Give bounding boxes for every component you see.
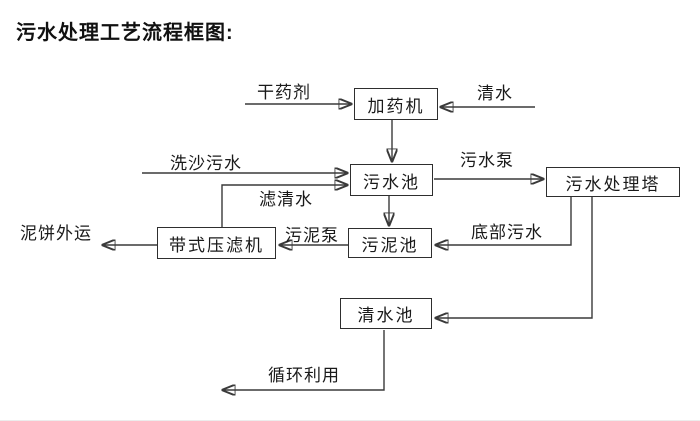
edge-label-clean-water: 清水 (477, 84, 513, 103)
edge-label-filtered-water: 滤清水 (259, 190, 313, 209)
page-title: 污水处理工艺流程框图: (16, 22, 234, 44)
node-belt-filter-press: 带式压滤机 (157, 227, 276, 259)
arrow-bottom-sewage-to-sludge-pool (436, 197, 572, 245)
arrow-recycle-use (223, 330, 385, 390)
edge-label-sludge-pump: 污泥泵 (285, 226, 339, 245)
edge-label-sand-washing-sewage: 洗沙污水 (170, 154, 242, 173)
arrow-tower-to-clean-pool (436, 197, 593, 318)
node-dosing-machine: 加药机 (354, 88, 438, 120)
edge-label-bottom-sewage: 底部污水 (471, 223, 543, 242)
node-sewage-pool: 污水池 (350, 164, 433, 196)
edge-label-recycle-use: 循环利用 (268, 366, 340, 385)
node-treatment-tower: 污水处理塔 (546, 167, 680, 197)
edge-label-dry-agent: 干药剂 (257, 83, 311, 102)
edge-label-mud-cake-out: 泥饼外运 (20, 224, 92, 243)
arrow-filtered-water-to-sewage-pool (221, 185, 347, 227)
node-sludge-pool: 污泥池 (348, 228, 432, 258)
edge-label-sewage-pump: 污水泵 (460, 151, 514, 170)
node-clean-water-pool: 清水池 (340, 298, 432, 329)
